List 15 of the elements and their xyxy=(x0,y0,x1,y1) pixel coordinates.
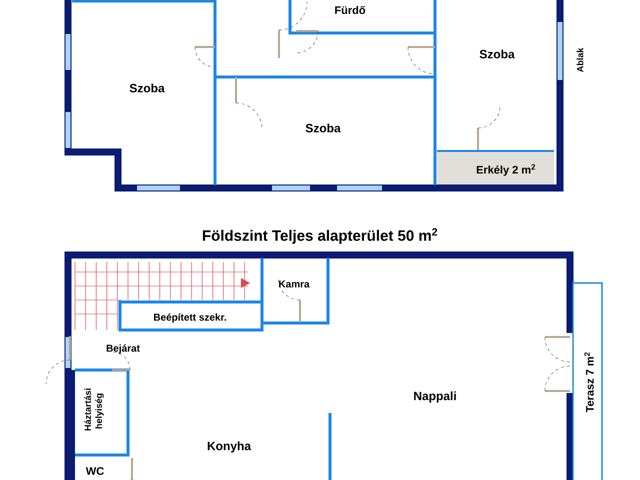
room-label: Fürdő xyxy=(335,6,366,14)
room-label: Konyha xyxy=(208,441,252,453)
room-label: Háztartási helyiség xyxy=(84,388,104,430)
room-label: Bejárat xyxy=(106,344,140,354)
room-label: Szoba xyxy=(130,84,165,92)
room-label: Nappali xyxy=(414,391,456,403)
room-label: Kamra xyxy=(279,280,310,288)
window-label: Ablak xyxy=(576,48,584,72)
room-label: Terasz 7 m$^{2}$ xyxy=(584,352,594,412)
room-label: WC xyxy=(86,467,104,475)
room-label: Szoba xyxy=(480,50,515,58)
room-label: Beépített szekr. xyxy=(154,313,226,323)
floor-title: Földszint Teljes alapterület 50 m$^{2}$ xyxy=(202,228,438,244)
room-label: Szoba xyxy=(306,124,341,132)
room-label: Erkély 2 m$^{2}$ xyxy=(476,164,536,176)
